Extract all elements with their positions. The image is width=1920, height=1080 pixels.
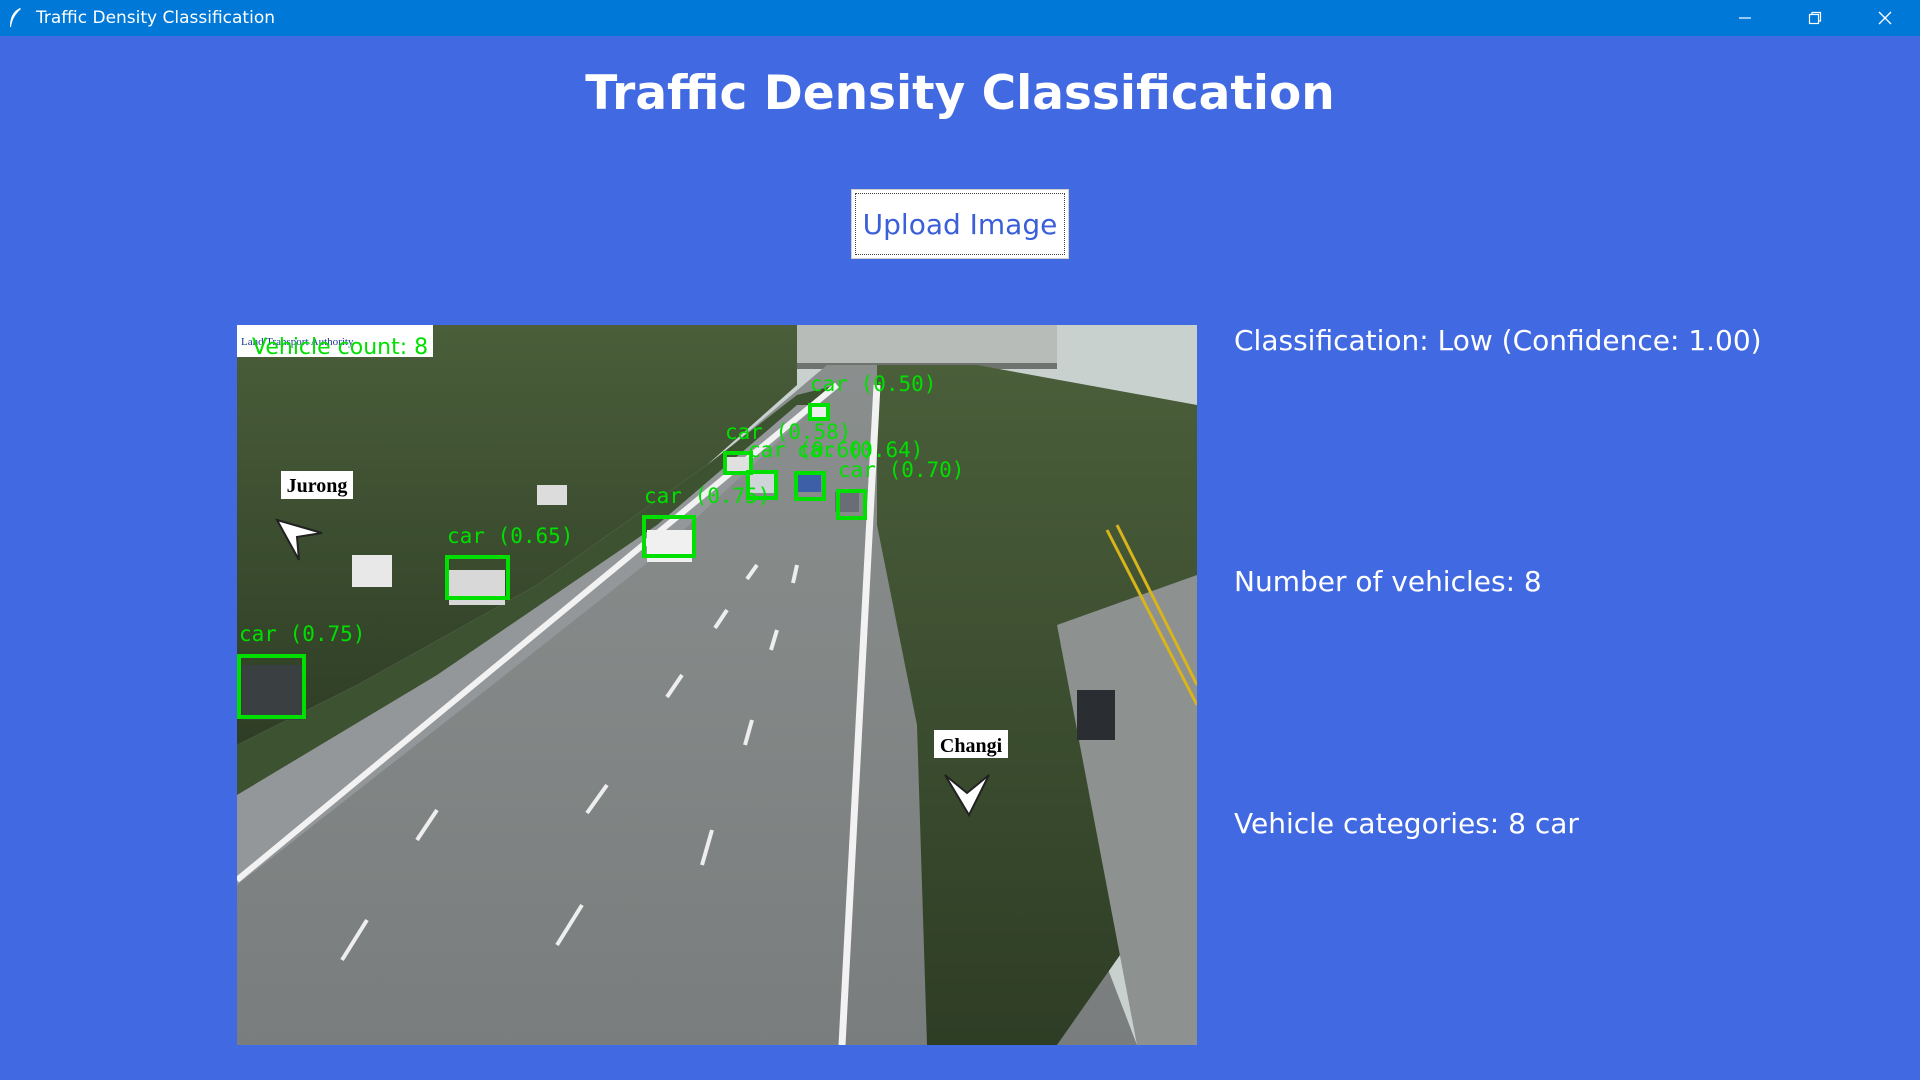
- traffic-camera-image: Land Transport Authority Vehicle count: …: [237, 325, 1197, 1045]
- detection-boxes: [237, 403, 867, 719]
- detection-box: [237, 654, 306, 719]
- detection-box: [836, 489, 867, 520]
- arrow-down-icon: [944, 774, 990, 818]
- sign-jurong: Jurong: [287, 475, 348, 497]
- restore-icon: [1808, 11, 1822, 25]
- window-title: Traffic Density Classification: [36, 8, 275, 28]
- close-icon: [1878, 11, 1892, 25]
- arrow-left-icon: [274, 518, 323, 561]
- detection-box: [794, 471, 826, 501]
- detection-label: car (0.75): [239, 622, 365, 646]
- detection-label: car (0.70): [838, 458, 964, 482]
- minimize-icon: [1739, 17, 1751, 19]
- close-button[interactable]: [1850, 0, 1920, 36]
- window-titlebar: Traffic Density Classification: [0, 0, 1920, 36]
- watermark-text: Land Transport Authority: [241, 336, 354, 348]
- detection-label: car (0.65): [447, 524, 573, 548]
- detection-label: car (0.60): [748, 438, 874, 462]
- sign-changi: Changi: [940, 735, 1003, 757]
- page-title: Traffic Density Classification: [585, 66, 1335, 121]
- vehicle-count-result: Number of vehicles: 8: [1234, 565, 1542, 598]
- detection-box: [723, 451, 753, 475]
- detection-result-image: Land Transport Authority Vehicle count: …: [237, 325, 1197, 1045]
- upload-image-button[interactable]: Upload Image: [851, 189, 1069, 259]
- vehicle-categories-result: Vehicle categories: 8 car: [1234, 807, 1579, 840]
- detection-label: car (0.58): [725, 420, 851, 444]
- detection-box: [746, 470, 778, 500]
- classification-result: Classification: Low (Confidence: 1.00): [1234, 324, 1762, 357]
- detection-label: car (0.75): [644, 484, 770, 508]
- detection-box: [808, 403, 830, 421]
- restore-button[interactable]: [1780, 0, 1850, 36]
- feather-icon: [10, 8, 21, 27]
- detection-box: [445, 555, 510, 600]
- overlay-count-text: Vehicle count: 8: [252, 335, 428, 360]
- detection-label: car (0.64): [797, 438, 923, 462]
- minimize-button[interactable]: [1710, 0, 1780, 36]
- detection-label: car (0.50): [810, 372, 936, 396]
- detection-box: [642, 515, 696, 558]
